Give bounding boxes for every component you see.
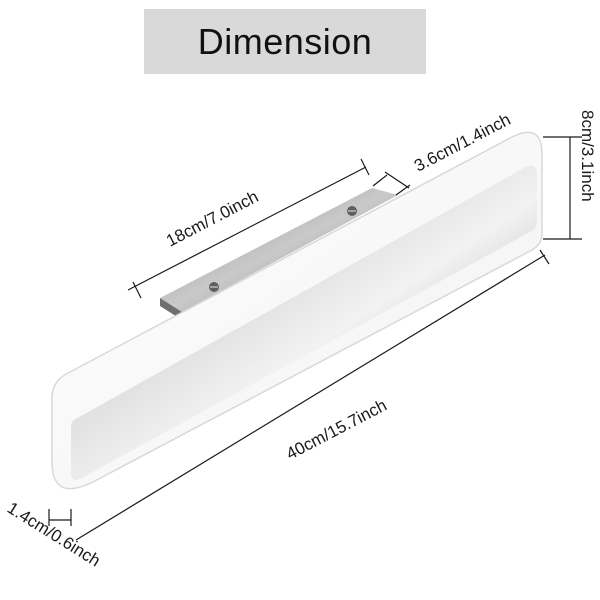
bracket-length-label: 18cm/7.0inch: [163, 187, 261, 251]
dimension-lines: [48, 136, 582, 541]
light-panel: [71, 165, 537, 480]
screw-icon: [347, 206, 357, 216]
wall-bracket: [160, 188, 398, 320]
height-label: 8cm/3.1inch: [578, 110, 597, 202]
length-label: 40cm/15.7inch: [283, 396, 390, 464]
page-title: Dimension: [197, 20, 373, 62]
thickness-label: 1.4cm/0.6inch: [4, 498, 104, 570]
title-banner: Dimension: [144, 9, 426, 74]
screw-icon: [209, 282, 219, 292]
